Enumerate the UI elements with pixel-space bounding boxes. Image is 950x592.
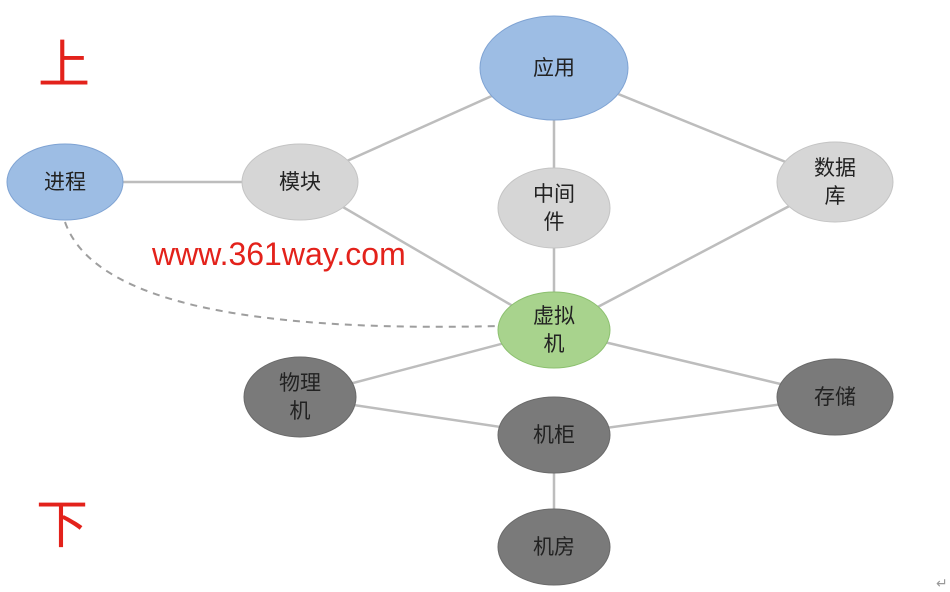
node-process-label: 进程 (44, 170, 86, 194)
top-label: 上 (38, 36, 91, 96)
node-vm-shape (497, 291, 611, 369)
node-middleware-shape (497, 167, 611, 249)
node-middleware: 中间件 (497, 167, 611, 249)
nodes-layer: 应用进程模块中间件数据库虚拟机物理机存储机柜机房 (6, 15, 894, 586)
node-app-label: 应用 (533, 56, 575, 80)
node-app-shape (479, 15, 629, 121)
node-physical-label: 物理 (279, 371, 321, 395)
edge-database-vm (553, 180, 836, 332)
node-vm-label: 虚拟 (533, 304, 575, 328)
node-rack-label: 机柜 (533, 423, 575, 447)
node-process-shape (6, 143, 124, 221)
node-vm-label: 机 (544, 332, 565, 356)
node-rack-shape (497, 396, 611, 474)
node-database-label: 库 (825, 184, 846, 208)
node-datacenter-label: 机房 (533, 535, 575, 559)
node-physical-shape (243, 356, 357, 438)
node-physical-label: 机 (290, 399, 311, 423)
node-module: 模块 (241, 143, 359, 221)
edges-layer (64, 66, 836, 547)
node-process: 进程 (6, 143, 124, 221)
node-storage-shape (776, 358, 894, 436)
node-vm: 虚拟机 (497, 291, 611, 369)
node-datacenter-shape (497, 508, 611, 586)
node-datacenter: 机房 (497, 508, 611, 586)
node-physical: 物理机 (243, 356, 357, 438)
watermark-text: www.361way.com (152, 236, 406, 272)
node-storage-label: 存储 (814, 385, 856, 409)
node-module-shape (241, 143, 359, 221)
node-rack: 机柜 (497, 396, 611, 474)
node-middleware-label: 件 (544, 210, 565, 234)
node-database-shape (776, 141, 894, 223)
node-module-label: 模块 (279, 170, 321, 194)
node-database: 数据库 (776, 141, 894, 223)
edge-process-vm (64, 221, 499, 328)
bottom-label: 下 (36, 496, 89, 556)
node-database-label: 数据 (814, 156, 856, 180)
node-storage: 存储 (776, 358, 894, 436)
paragraph-mark: ↵ (936, 576, 948, 592)
node-app: 应用 (479, 15, 629, 121)
node-middleware-label: 中间 (533, 182, 575, 206)
